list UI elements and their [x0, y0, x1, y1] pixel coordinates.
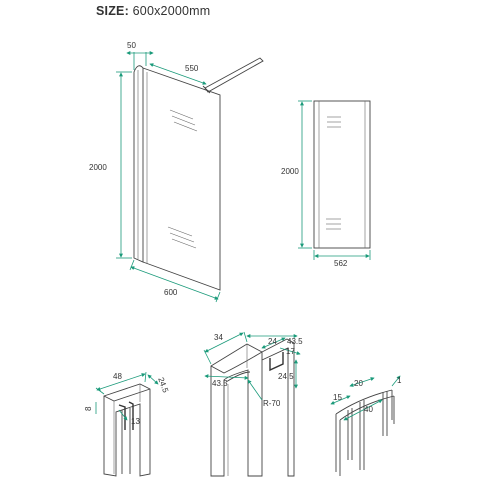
profile-left: 48 24.5 8 13	[84, 371, 170, 477]
panel-wall-profile	[133, 65, 144, 263]
profile-middle-body	[210, 343, 263, 477]
panel-glass-reflection-top	[169, 109, 198, 132]
profile-middle-dim-17-label: 17	[286, 347, 295, 356]
profile-middle-dim-43-5-left: 43.5	[204, 374, 249, 388]
profile-middle-dim-34-label: 34	[214, 333, 223, 342]
panel-support-bar	[204, 57, 264, 93]
panel-dim-600-label: 600	[164, 288, 178, 297]
profile-right-dim-1: 1	[391, 375, 402, 387]
side-view-dim-562: 562	[313, 250, 371, 268]
profile-left-dim-24-5: 24.5	[147, 374, 170, 394]
profile-right-dim-20: 20	[349, 377, 375, 388]
profile-left-dim-8: 8	[84, 402, 97, 414]
profile-right-dim-20-label: 20	[354, 379, 363, 388]
panel-dim-550: 550	[149, 63, 207, 85]
profile-right: 15 20 1 40	[330, 375, 402, 476]
profile-middle-dim-24-label: 24	[268, 337, 277, 346]
profile-middle-dim-24-5-label: 24.5	[278, 372, 294, 381]
profile-middle-dim-17: 17	[279, 347, 301, 356]
size-label: SIZE:	[96, 4, 129, 18]
profile-left-dim-13-label: 13	[131, 417, 140, 426]
side-view-reflection-bottom	[326, 218, 341, 230]
panel-dim-2000: 2000	[89, 71, 132, 259]
side-view-dim-562-label: 562	[334, 259, 348, 268]
profile-left-dim-13: 13	[118, 409, 140, 426]
profile-left-dim-48-label: 48	[113, 372, 122, 381]
side-view: 2000 562	[281, 100, 371, 268]
side-view-dim-2000-label: 2000	[281, 167, 299, 176]
panel-glass	[142, 67, 221, 291]
profile-middle-dim-43-5-top-label: 43.5	[287, 337, 303, 346]
profile-right-dim-40-label: 40	[364, 405, 373, 414]
panel-dim-550-label: 550	[185, 64, 199, 73]
panel-perspective: 50 550 2000 600	[89, 41, 264, 303]
profile-left-dim-24-5-label: 24.5	[156, 376, 170, 394]
side-view-reflection-top	[327, 116, 341, 128]
side-view-dim-2000: 2000	[281, 100, 312, 249]
panel-dim-600: 600	[129, 259, 221, 303]
panel-glass-reflection-bottom	[167, 226, 197, 249]
profile-middle-dim-43-5-left-label: 43.5	[212, 379, 228, 388]
panel-dim-50-label: 50	[127, 41, 136, 50]
profile-middle-dim-24-5: 24.5	[278, 359, 298, 389]
profile-right-dim-15-label: 15	[333, 393, 342, 402]
profile-right-dim-1-label: 1	[397, 376, 402, 385]
size-title: SIZE: 600x2000mm	[96, 4, 210, 18]
size-value: 600x2000mm	[132, 4, 211, 18]
profile-left-dim-8-label: 8	[84, 406, 93, 411]
profile-middle-dim-radius-label: R-70	[263, 399, 281, 408]
profile-right-dim-40: 40	[343, 399, 383, 421]
panel-dim-50: 50	[126, 41, 154, 70]
profile-left-body	[103, 383, 151, 477]
side-view-frame	[313, 100, 371, 249]
profile-middle: 34 24 43.5 17 24.5 43.5 R-70	[203, 331, 303, 477]
profile-middle-dim-43-5-top: 43.5	[246, 334, 303, 346]
profile-middle-dim-34: 34	[203, 331, 248, 365]
panel-dim-2000-label: 2000	[89, 163, 107, 172]
profile-middle-dim-radius: R-70	[247, 379, 281, 408]
profile-middle-dim-24: 24	[261, 337, 286, 349]
profile-left-dim-48: 48	[95, 371, 147, 395]
profile-right-dim-15: 15	[330, 393, 351, 405]
